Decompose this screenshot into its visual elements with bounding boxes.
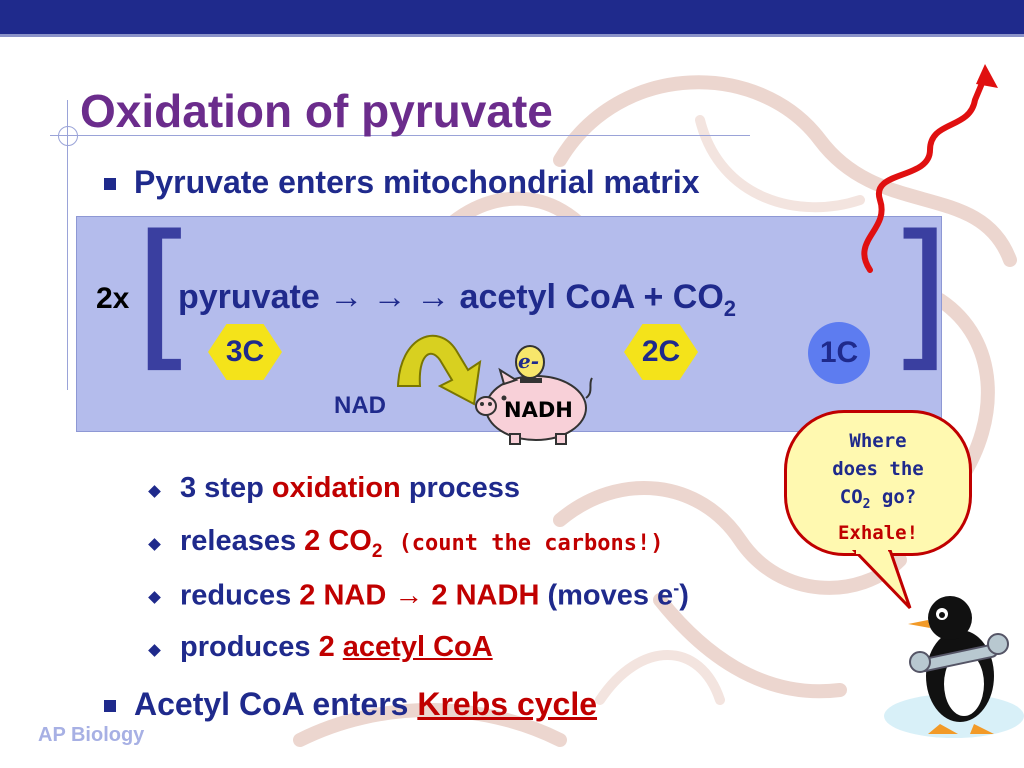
left-bracket: [ (134, 200, 197, 387)
bullet-acetyl-coa-krebs: Acetyl CoA enters Krebs cycle (134, 686, 597, 723)
bullet-square-icon (104, 178, 116, 190)
sub-bullet-reduces-nad: reduces 2 NAD → 2 NADH (moves e-) (180, 578, 689, 613)
electron-superscript: - (673, 578, 680, 598)
text-highlight: 2 CO (304, 525, 372, 557)
text-highlight: 2 (318, 631, 343, 663)
title-underline-rule (50, 135, 750, 136)
text-segment: 3 step (180, 472, 272, 504)
text-segment: reduces (180, 579, 300, 612)
bullet-square-icon (104, 700, 116, 712)
text-segment: CO (839, 486, 863, 508)
sub-bullet-produces-acetyl-coa: produces 2 acetyl CoA (180, 631, 493, 664)
krebs-cycle-link[interactable]: Krebs cycle (417, 686, 598, 722)
electron-coin-label: e- (518, 349, 540, 373)
text-segment: produces (180, 631, 319, 663)
sub-bullet-oxidation: 3 step oxidation process (180, 472, 520, 505)
text-highlight: 2 NAD → 2 NADH (299, 579, 540, 612)
callout-line: does the (832, 458, 924, 480)
footer-course-label: AP Biology (38, 724, 145, 746)
nad-curved-arrow (396, 334, 482, 406)
co2-subscript: 2 (723, 295, 737, 321)
top-banner-rule (0, 34, 1024, 37)
text-segment: Acetyl CoA enters (134, 686, 418, 722)
co2-exit-squiggle-arrow (861, 64, 998, 273)
title-crosshair-ornament (58, 126, 78, 146)
co2-subscript: 2 (371, 540, 383, 562)
penguin-with-wrench-icon (884, 596, 1024, 738)
bullet-pyruvate-enters: Pyruvate enters mitochondrial matrix (134, 164, 700, 200)
reactant-pyruvate: pyruvate (178, 278, 320, 316)
badge-1c: 1C (808, 322, 870, 384)
top-banner (0, 0, 1024, 34)
nadh-piggy-bank-icon (475, 345, 593, 445)
nadh-piggy-label: NADH (504, 398, 573, 422)
co2-subscript: 2 (862, 496, 871, 512)
text-note: (count the carbons!) (398, 531, 664, 556)
text-segment: process (400, 472, 521, 504)
reaction-arrows: → → → (329, 278, 451, 316)
sub-bullet-releases-co2: releases 2 CO2 (count the carbons!) (180, 525, 663, 563)
text-highlight: oxidation (271, 472, 401, 504)
text-segment: go? (870, 486, 917, 508)
multiplier-label: 2x (96, 282, 130, 315)
title-vertical-rule (67, 100, 68, 390)
callout-answer: Exhale! (837, 521, 919, 544)
callout-line: Where (849, 430, 907, 452)
text-segment: releases (180, 525, 305, 557)
slide-title: Oxidation of pyruvate (80, 85, 553, 137)
callout-line: CO2 go? (787, 483, 969, 519)
reaction-equation: pyruvate → → → acetyl CoA + CO2 (178, 278, 736, 322)
text-highlight-underlined: acetyl CoA (342, 631, 493, 663)
callout-tail (851, 550, 912, 610)
text-segment: ) (679, 579, 689, 612)
nad-label: NAD (334, 392, 386, 419)
badge-3c: 3C (208, 324, 282, 380)
right-bracket: ] (888, 200, 951, 387)
product-acetyl-coa-co2: acetyl CoA + CO (459, 278, 724, 316)
text-segment: (moves e (539, 579, 674, 612)
co2-question-callout: Where does the CO2 go? Exhale! (784, 410, 972, 556)
